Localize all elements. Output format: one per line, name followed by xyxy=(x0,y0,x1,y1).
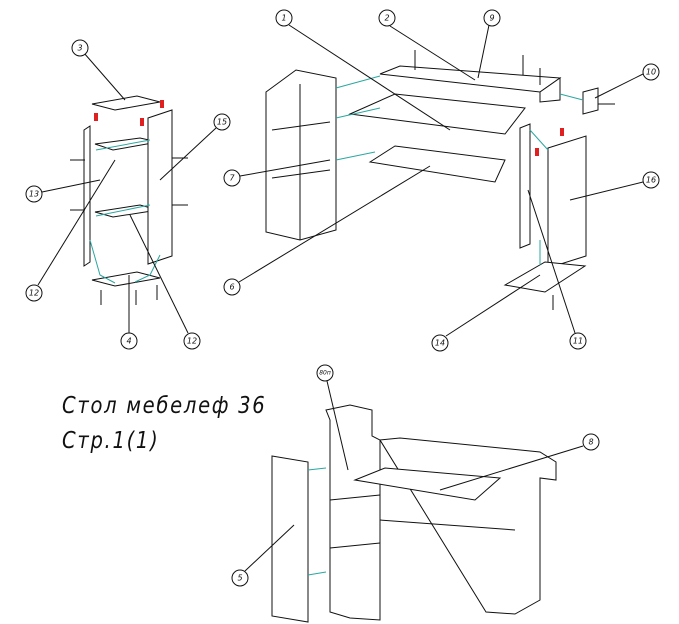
top-panel xyxy=(91,95,161,111)
keyboard-tray xyxy=(368,145,506,183)
desk-assembled xyxy=(271,404,557,623)
svg-text:13: 13 xyxy=(29,190,39,199)
svg-text:3: 3 xyxy=(77,44,82,53)
side-panel-left xyxy=(83,125,91,267)
door-panel-5 xyxy=(271,455,309,623)
svg-text:14: 14 xyxy=(435,339,445,348)
svg-text:7: 7 xyxy=(229,174,235,183)
callout-8: 8 xyxy=(582,433,600,451)
svg-text:5: 5 xyxy=(237,574,242,583)
svg-text:9: 9 xyxy=(489,14,494,23)
base-panel xyxy=(503,261,587,293)
callout-14: 14 xyxy=(431,334,449,352)
bottom-panel xyxy=(91,271,161,287)
leader-lines xyxy=(37,24,644,572)
bookcase xyxy=(265,69,337,241)
side-bracket xyxy=(582,87,599,115)
callouts: 3 15 13 12 4 12 1 2 9 10 7 6 16 14 11 8 … xyxy=(25,9,660,587)
keyboard-area xyxy=(353,467,502,501)
callout-16: 16 xyxy=(642,171,660,189)
callout-3: 3 xyxy=(71,39,89,57)
svg-text:2: 2 xyxy=(384,14,389,23)
callout-9: 9 xyxy=(483,9,501,27)
svg-text:1: 1 xyxy=(281,14,286,23)
shelf-unit-exploded xyxy=(70,95,188,305)
svg-text:12: 12 xyxy=(29,289,39,298)
callout-13: 13 xyxy=(25,185,43,203)
callout-5: 5 xyxy=(231,569,249,587)
callout-12b: 12 xyxy=(183,332,201,350)
page-number: Стр.1(1) xyxy=(62,428,160,454)
side-panel-right xyxy=(147,109,173,265)
callout-7: 7 xyxy=(223,169,241,187)
callout-12a: 12 xyxy=(25,284,43,302)
svg-text:11: 11 xyxy=(573,337,583,346)
svg-text:10: 10 xyxy=(646,68,656,77)
callout-11: 11 xyxy=(569,332,587,350)
desktop xyxy=(348,93,526,135)
svg-text:12: 12 xyxy=(187,337,197,346)
callout-1: 1 xyxy=(275,9,293,27)
svg-text:4: 4 xyxy=(126,337,131,346)
svg-text:80п: 80п xyxy=(319,370,331,377)
callout-4: 4 xyxy=(120,332,138,350)
svg-text:6: 6 xyxy=(229,283,234,292)
callout-15: 15 xyxy=(213,113,231,131)
callout-10: 10 xyxy=(642,63,660,81)
shelf-top xyxy=(379,65,562,93)
side-panel xyxy=(547,135,587,269)
drawing-title: Стол мебелеф 36 xyxy=(62,393,267,419)
svg-text:8: 8 xyxy=(588,438,593,447)
callout-6: 6 xyxy=(223,278,241,296)
svg-text:15: 15 xyxy=(217,118,227,127)
callout-2: 2 xyxy=(378,9,396,27)
callout-80: 80п xyxy=(316,364,334,382)
desk-exploded xyxy=(265,50,615,310)
svg-text:16: 16 xyxy=(646,176,656,185)
leg-panel xyxy=(519,123,531,249)
